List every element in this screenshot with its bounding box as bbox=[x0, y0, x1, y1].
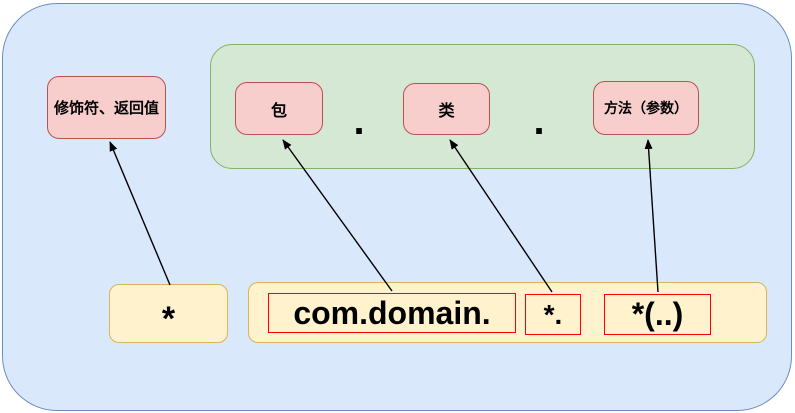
modifier-example-box: * bbox=[109, 284, 228, 343]
expression-example-box: com.domain. *. *(..) bbox=[248, 282, 767, 343]
class-label-box: 类 bbox=[403, 83, 490, 135]
class-example-text: *. bbox=[543, 298, 563, 330]
package-example-text: com.domain. bbox=[293, 294, 491, 331]
package-example-highlight: com.domain. bbox=[268, 293, 516, 333]
modifier-return-label: 修饰符、返回值 bbox=[53, 100, 159, 117]
method-example-highlight: *(..) bbox=[604, 294, 711, 335]
separator-dot-2: . bbox=[533, 99, 545, 143]
package-label: 包 bbox=[270, 102, 287, 120]
method-example-text: *(..) bbox=[631, 296, 684, 332]
method-params-label: 方法（参数） bbox=[604, 100, 688, 116]
class-example-highlight: *. bbox=[525, 294, 581, 335]
method-params-label-box: 方法（参数） bbox=[593, 81, 699, 135]
separator-dot-1: . bbox=[353, 99, 365, 143]
modifier-example-text: * bbox=[161, 300, 176, 338]
class-label: 类 bbox=[438, 103, 455, 120]
package-label-box: 包 bbox=[235, 82, 323, 135]
modifier-return-label-box: 修饰符、返回值 bbox=[47, 76, 166, 139]
